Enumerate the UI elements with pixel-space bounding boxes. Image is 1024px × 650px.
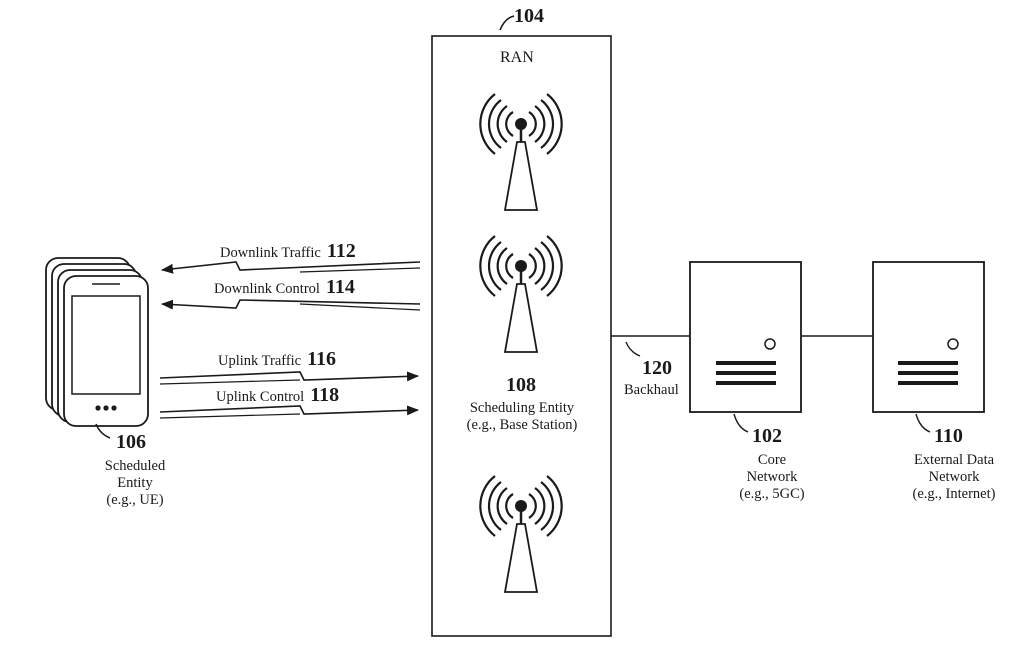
ran-ref-leader xyxy=(499,15,515,31)
ran-ref-number: 104 xyxy=(514,5,544,27)
uplink-traffic-ref: 116 xyxy=(307,348,337,370)
uplink-control-arrow xyxy=(159,405,419,419)
scheduled-entity-ref-number: 106 xyxy=(116,431,146,453)
backhaul-label: Backhaul xyxy=(624,382,679,398)
external-network-line-3: (e.g., Internet) xyxy=(912,486,996,502)
core-network-label: Core Network (e.g., 5GC) xyxy=(712,452,832,503)
core-network-line-2: Network xyxy=(746,469,798,485)
uplink-control-text: Uplink Control xyxy=(216,389,305,405)
ue-ref-leader xyxy=(95,423,111,439)
downlink-control-ref: 114 xyxy=(325,276,355,298)
downlink-control-text: Downlink Control xyxy=(214,281,320,297)
scheduled-entity-label: Scheduled Entity (e.g., UE) xyxy=(80,458,190,509)
uplink-traffic-label: Uplink Traffic 116 xyxy=(218,348,336,371)
scheduling-entity-line-2: (e.g., Base Station) xyxy=(466,417,578,433)
core-network-line-3: (e.g., 5GC) xyxy=(739,486,805,502)
downlink-control-arrow xyxy=(161,299,421,311)
core-network-server-icon xyxy=(689,261,802,413)
external-ref-leader xyxy=(915,413,931,433)
external-network-server-icon xyxy=(872,261,985,413)
external-network-line-1: External Data xyxy=(913,452,995,468)
downlink-control-label: Downlink Control 114 xyxy=(214,276,355,299)
scheduled-entity-line-2: Entity xyxy=(117,475,153,491)
external-network-line-2: Network xyxy=(928,469,980,485)
downlink-traffic-label: Downlink Traffic 112 xyxy=(220,240,356,263)
core-network-line-1: Core xyxy=(757,452,787,468)
external-network-ref-number: 110 xyxy=(934,425,963,447)
ran-label: RAN xyxy=(500,49,534,66)
scheduling-entity-label: Scheduling Entity (e.g., Base Station) xyxy=(440,400,604,434)
scheduling-entity-ref-number: 108 xyxy=(506,374,536,396)
scheduling-entity-line-1: Scheduling Entity xyxy=(469,400,575,416)
ue-stack-icon xyxy=(45,257,149,427)
backhaul-ref-leader xyxy=(625,341,641,357)
downlink-traffic-text: Downlink Traffic xyxy=(220,245,321,261)
scheduled-entity-line-1: Scheduled xyxy=(104,458,166,474)
downlink-traffic-arrow xyxy=(161,261,421,274)
uplink-control-label: Uplink Control 118 xyxy=(216,384,339,407)
uplink-traffic-arrow xyxy=(159,371,419,385)
downlink-traffic-ref: 112 xyxy=(326,240,356,262)
scheduled-entity-line-3: (e.g., UE) xyxy=(106,492,164,508)
core-ref-leader xyxy=(733,413,749,433)
external-network-label: External Data Network (e.g., Internet) xyxy=(894,452,1014,503)
backhaul-ref-number: 120 xyxy=(642,357,672,379)
uplink-control-ref: 118 xyxy=(310,384,340,406)
uplink-traffic-text: Uplink Traffic xyxy=(218,353,302,369)
core-network-ref-number: 102 xyxy=(752,425,782,447)
